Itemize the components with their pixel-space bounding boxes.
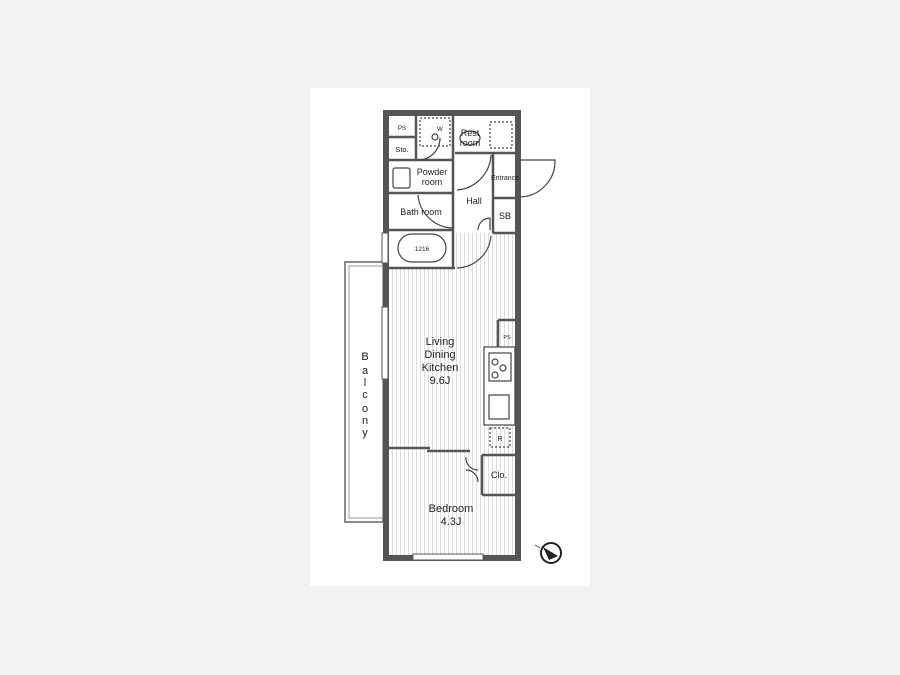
powder-label-1: Powder	[417, 167, 448, 177]
bathtub	[397, 233, 447, 263]
bedroom-floor	[389, 448, 515, 555]
interior-walls	[389, 116, 515, 497]
powder-label-2: room	[422, 177, 443, 187]
shoebox-label: SB	[499, 211, 511, 221]
ldk-label-2: Dining	[424, 349, 455, 361]
ps-label: PS	[398, 126, 406, 132]
svg-text:o: o	[362, 403, 368, 415]
fridge-label: R	[497, 436, 502, 443]
ps-kitchen-label: PS	[503, 335, 511, 341]
fridge	[489, 427, 511, 448]
balcony	[344, 261, 384, 523]
restroom-label-1: Rest	[461, 128, 480, 138]
closet-label: Clo.	[491, 470, 507, 480]
svg-text:l: l	[364, 377, 366, 389]
bedroom-size: 4.3J	[441, 516, 462, 528]
bedroom-label: Bedroom	[429, 503, 474, 515]
bathtub-label: 1216	[415, 246, 430, 253]
bath-label: Bath room	[400, 207, 442, 217]
ldk-label-1: Living	[426, 336, 455, 348]
svg-text:c: c	[362, 389, 368, 401]
sink	[488, 394, 510, 420]
svg-text:B: B	[361, 351, 368, 363]
svg-text:y: y	[362, 427, 368, 439]
restroom-label-2: room	[460, 138, 481, 148]
svg-text:a: a	[362, 365, 369, 377]
hall-label: Hall	[466, 196, 482, 206]
windows	[381, 232, 484, 561]
ldk-label-3: Kitchen	[422, 362, 459, 374]
svg-text:n: n	[362, 415, 368, 427]
storage-label: Sto.	[395, 145, 408, 154]
entrance-label: Entrance	[491, 175, 519, 182]
balcony-label: B a l c o n y	[361, 351, 369, 439]
washer-label: W	[437, 127, 443, 133]
fixtures	[392, 117, 516, 448]
north-arrow-icon	[534, 542, 562, 564]
door-swings	[417, 137, 556, 483]
ldk-size: 9.6J	[430, 375, 451, 387]
